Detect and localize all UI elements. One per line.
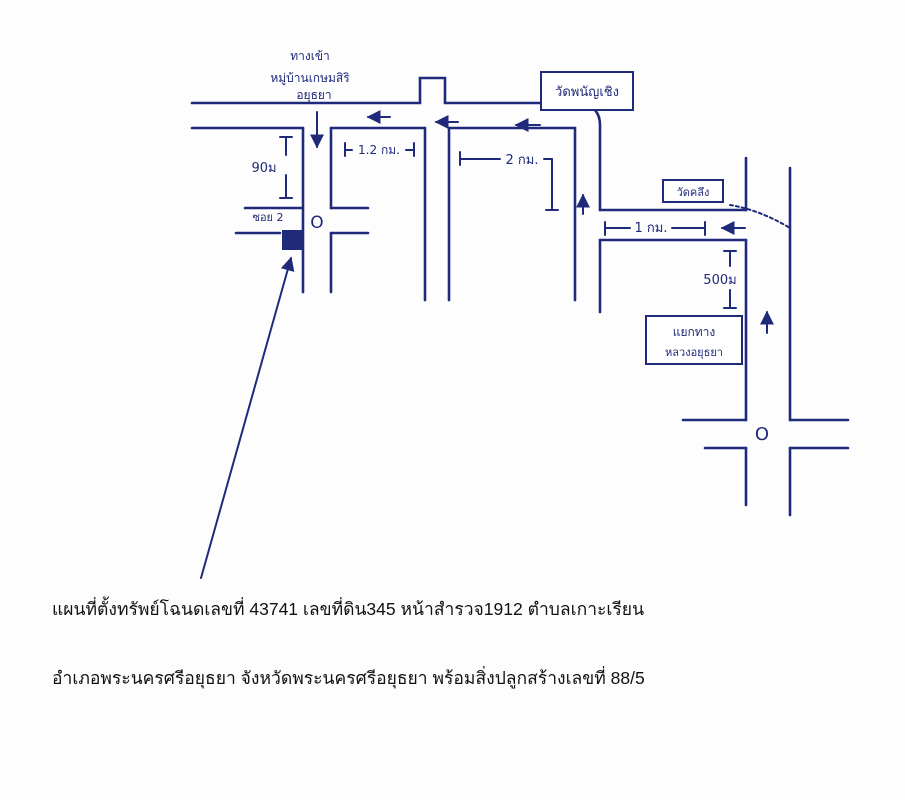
temple-1-box [540, 71, 634, 111]
highway-right [681, 156, 850, 517]
distance-1km: 1 กม. [635, 221, 668, 236]
property-marker-icon [282, 230, 303, 250]
circle-marker-icon: O [755, 424, 769, 445]
circle-marker-icon: O [310, 213, 323, 233]
temple-2-box [662, 179, 724, 203]
distance-90m: 90ม [251, 161, 276, 176]
intersection-label-line1: แยกทาง [673, 325, 716, 339]
intersection-box [645, 315, 743, 365]
distance-marks [279, 136, 737, 309]
distance-2km: 2 กม. [506, 153, 539, 168]
pointer-arrow-icon [200, 256, 295, 579]
right-branch-road [598, 204, 791, 314]
direction-arrows [310, 110, 774, 334]
temple-1-label: วัดพนัญเชิง [555, 85, 619, 100]
entrance-label-line2: หมู่บ้านเกษมสิริ [270, 71, 350, 86]
middle-roads [423, 126, 451, 302]
soi-label: ซอย 2 [252, 211, 283, 224]
distance-1-2km: 1.2 กม. [358, 143, 400, 157]
caption-line-1: แผนที่ตั้งทรัพย์โฉนดเลขที่ 43741 เลขที่ด… [52, 599, 645, 619]
entrance-label-line1: ทางเข้า [290, 49, 330, 63]
intersection-label-line2: หลวงอยุธยา [665, 346, 723, 359]
caption-line-2: อำเภอพระนครศรีอยุธยา จังหวัดพระนครศรีอยุ… [52, 668, 645, 688]
entrance-label-line3: อยุธยา [296, 88, 331, 103]
distance-500m: 500ม [703, 273, 736, 288]
main-road-top [190, 76, 602, 302]
temple-2-label: วัดคลึง [677, 186, 710, 199]
soi-road [234, 126, 370, 294]
